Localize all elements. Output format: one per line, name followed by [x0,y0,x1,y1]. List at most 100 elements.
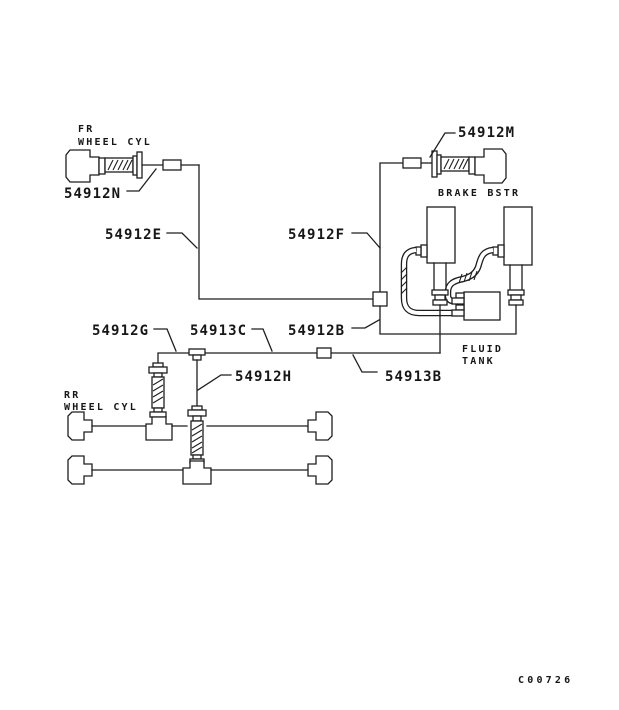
leader-54912n [126,168,157,192]
left-reservoir-nipple [420,244,428,258]
tee-fitting-bar [188,348,206,356]
right-outlet-nut2 [510,294,522,301]
right-reservoir-outlet [507,264,525,306]
leader-54912g [153,328,177,352]
right-reservoir-nipple [497,244,505,258]
right-outlet-nut1 [507,289,525,296]
rr-row1-left-connector [67,411,93,441]
fr-hose-collar [98,157,106,175]
rr-pipe-row2 [67,455,333,485]
fluid-tank-upper-fitting-cap [451,297,465,305]
brake-booster-assembly [415,206,533,266]
callout-54912e: 54912E [105,227,198,249]
brake-booster-label: BRAKE BSTR [438,188,520,199]
fr-pipe-union [162,159,182,171]
hose2-top-flange [187,409,207,417]
fr-hose-flange-large [136,151,143,179]
four-way-union [372,291,388,307]
fr-flex-hose-hatching [107,159,133,171]
fluid-tank-label-line2: TANK [462,356,495,367]
pipe-54912f [379,162,404,293]
booster-inlet-hose-assembly [431,148,507,184]
m-flex-hose [440,156,470,172]
part-label-54913c: 54913C [190,323,247,339]
tank-hose-left-core [402,248,452,315]
part-label-54912f: 54912F [288,227,345,243]
left-reservoir-outlet [431,262,449,306]
tank-hose-left [400,246,452,317]
leader-54912b [351,319,380,329]
right-reservoir-nipple-cap [492,246,499,256]
callout-54912f: 54912F [288,227,381,249]
hose1-bottom-flange [149,411,167,418]
part-label-54912h: 54912H [235,369,292,385]
fluid-tank-body [463,291,501,321]
part-label-54912m: 54912M [458,125,515,141]
hose2-hatching [191,423,203,454]
left-outlet-nut1 [431,289,449,296]
left-reservoir-nipple-cap [415,246,422,256]
leader-54912h [197,374,232,391]
rr-pipe-row1 [67,411,333,441]
booster-left-reservoir [426,206,456,264]
part-label-54912b: 54912B [288,323,345,339]
rr-row1-right-connector [307,411,333,441]
rr-wheel-cyl-label-line2: WHEEL CYL [64,402,138,413]
fluid-tank-upper-fitting [455,292,465,299]
callout-54913c: 54913C [190,323,273,352]
m-hose-flange-large [431,150,438,178]
tank-hose-right [444,246,494,305]
callout-54912g: 54912G [92,323,177,352]
callout-54913b: 54913B [352,354,442,385]
leader-54912m [429,132,456,158]
front-right-pipe-union [402,157,422,169]
fr-wheel-cyl-label-line2: WHEEL CYL [78,137,152,148]
fr-connector-plug [65,149,100,183]
rear-flex-hose-left [148,362,168,418]
tank-hose-left-hatching [400,266,408,295]
rr-row2-hose-block [182,460,212,485]
fr-wheel-cyl-hose-assembly [65,149,200,183]
hose1-hatching [152,378,164,404]
m-flex-hose-hatching [443,158,469,170]
leader-54913c [251,328,273,352]
m-connector-plug [474,148,507,184]
rr-row2-right-connector [307,455,333,485]
rear-flex-hose-center [187,405,207,464]
pipe-54913-main [157,352,441,364]
rr-row2-left-connector [67,455,93,485]
tee-fitting-stem [192,354,202,361]
hose1-top-flange [148,366,168,374]
part-label-54912e: 54912E [105,227,162,243]
right-outlet-nut3 [508,299,524,306]
callout-54912b: 54912B [288,319,380,339]
leader-54912f [351,232,381,249]
leader-54913b [352,354,378,373]
pipe-54912b [379,304,517,335]
tank-hose-right-core [446,248,494,303]
tank-hose-right-hatching [458,270,478,284]
pipe-54912e [198,164,374,300]
left-outlet-nut3 [432,299,448,306]
part-label-54912n: 54912N [64,186,121,202]
callout-54912m: 54912M [429,125,515,158]
left-outlet-nut2 [434,294,446,301]
fluid-tank-assembly [451,291,501,321]
m-hose-collar [468,156,476,175]
part-label-54912g: 54912G [92,323,149,339]
callout-54912n: 54912N [64,168,157,202]
part-label-54913b: 54913B [385,369,442,385]
fluid-tank-lower-fitting-cap [451,309,465,317]
figure-code: C00726 [518,675,573,686]
fluid-tank-label-line1: FLUID [462,344,503,355]
hose2-top-neck2 [192,415,202,422]
leader-54912e [166,232,198,249]
callout-54912h: 54912H [197,369,292,391]
tee-fitting [188,348,206,361]
booster-right-reservoir [503,206,533,266]
fr-flex-hose [104,157,134,173]
rear-pipe-union [316,347,332,359]
rr-wheel-cyl-label-line1: RR [64,390,80,401]
fluid-tank-lower-fitting [455,304,465,311]
